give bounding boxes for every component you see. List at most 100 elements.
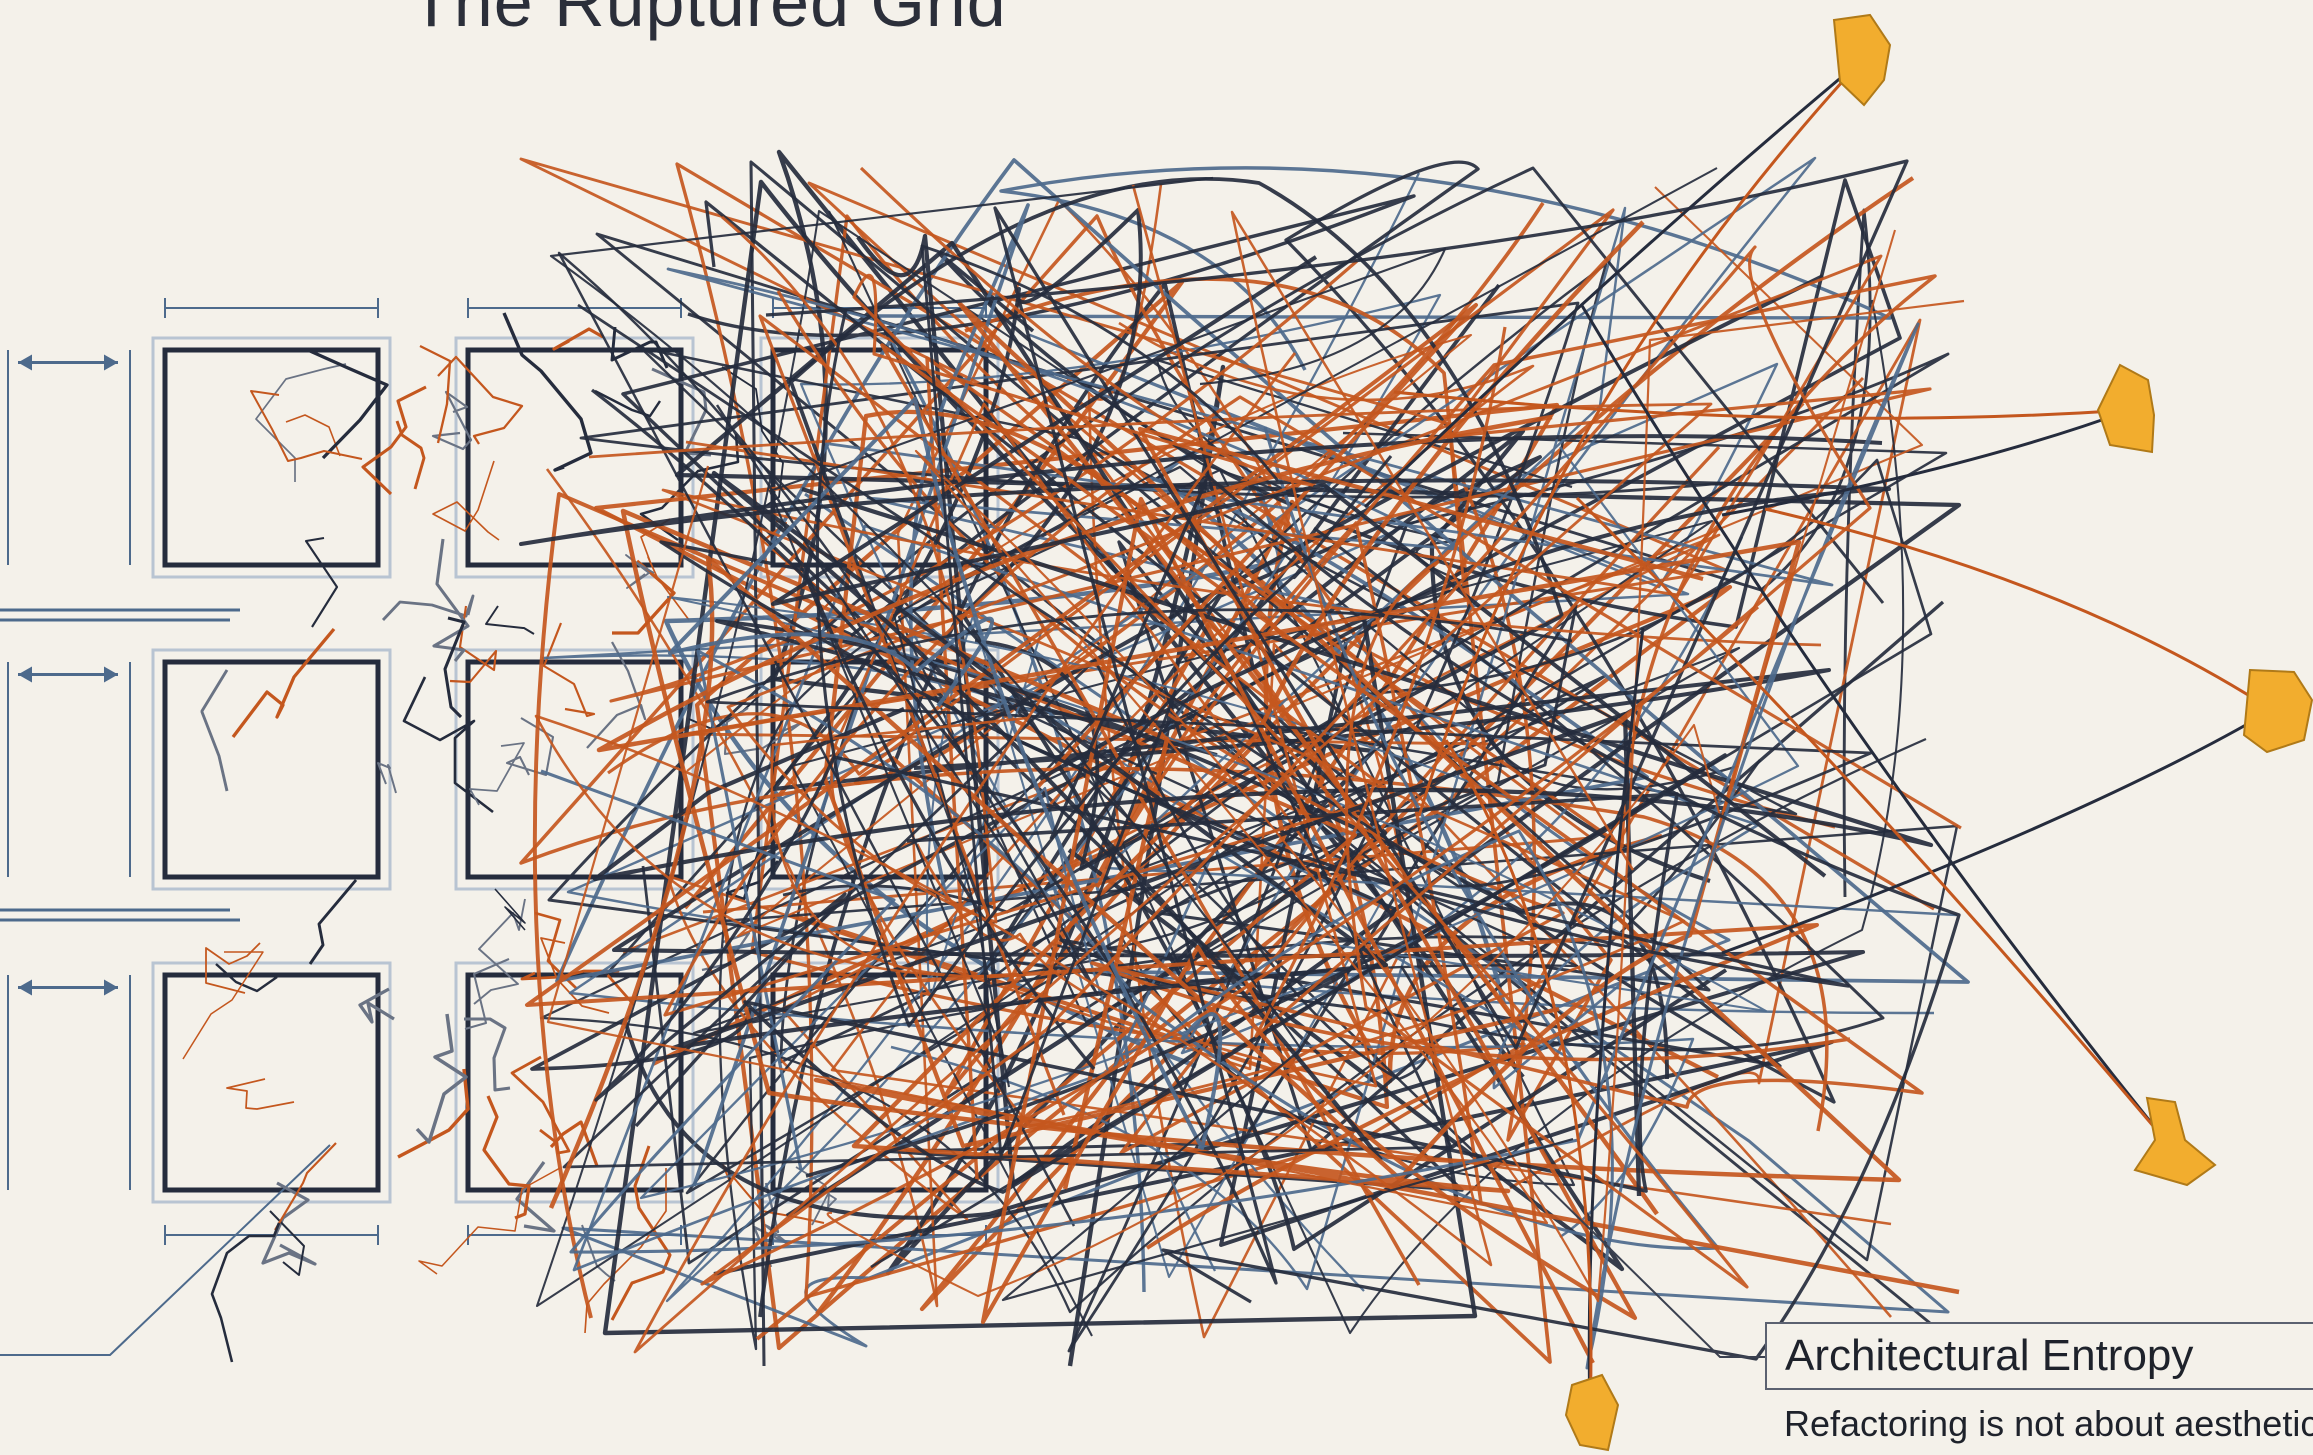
crack-line [255,363,347,482]
chaos-line [686,186,1924,938]
grid-cell-frame [151,336,392,579]
crack-line [419,344,452,444]
connector-line [1579,303,2167,1141]
connector-line [1417,58,1864,817]
crack-line [494,888,526,931]
crack-line [285,414,341,457]
chaos-line [815,308,1393,1028]
chaos-line [852,166,1749,1289]
chaos-line [770,255,1827,878]
chaos-line [915,184,1378,1088]
crack-line [182,951,264,1060]
chaos-line [532,492,1357,1341]
grid-cell [465,972,684,1193]
crack-line [449,605,498,684]
crack-line [610,1145,672,1321]
crack-line [358,987,395,1024]
crack-line [464,958,510,1030]
chaos-line [749,160,1711,1367]
connector-line [1393,390,2131,420]
crack-line [552,327,604,351]
endpoint-node [2242,668,2313,754]
crack-line [205,942,261,994]
crack-line [397,1068,470,1159]
chaos-line [704,200,1782,1068]
crack-line [415,1013,468,1144]
crack-line [308,879,358,965]
crack-line [473,898,526,1005]
chaos-line [685,215,1883,924]
crack-line [482,1095,531,1220]
chaos-line [772,208,1831,1251]
crack-line [269,1210,305,1276]
chaos-lines-group [518,58,2273,1416]
chaos-line [880,343,1924,1286]
chaos-line [828,210,1905,1335]
crack-line [226,1078,295,1110]
grid-cell-frame [151,961,392,1204]
chaos-line [594,540,1850,1128]
grid-cell [162,659,381,880]
endpoint-node [2133,1096,2217,1187]
crack-line [469,742,525,806]
crack-line [304,536,339,628]
cracks-group [182,312,837,1363]
annotation-label: Architectural Entropy [1765,1322,2313,1390]
chaos-line [667,396,1223,1151]
grid-cell [162,347,381,568]
crack-line [721,366,784,512]
chaos-line [639,346,1959,1262]
chaos-line [519,214,1829,1142]
conduit-line [0,608,240,922]
crack-line [431,390,473,451]
crack-line [210,1222,281,1363]
crack-line [377,762,397,794]
crack-line [612,559,676,635]
crack-line [418,1167,561,1275]
chaos-line [540,322,1920,1370]
grid-cell [465,347,684,568]
connector-line [1721,408,2131,517]
endpoint-node [2096,363,2156,454]
crack-line [502,312,593,472]
chaos-line [611,274,1866,1220]
chaos-line [622,533,1892,1318]
diagram-title: The Ruptured Grid [410,0,1007,41]
crack-line [261,1181,317,1266]
crack-line [402,676,494,814]
crack-line [250,390,363,462]
crack-line [395,420,426,490]
crack-line [594,389,662,418]
crack-line [215,963,278,993]
chaos-line [768,247,1447,1043]
crack-line [361,385,427,496]
label-leader-line [1529,1169,1765,1358]
chaos-line [1049,474,1961,1361]
chaos-line [548,414,1802,1209]
chaos-line [620,301,1902,1216]
chaos-line [666,267,1834,612]
chaos-line [661,402,1822,1128]
crack-line [584,1168,667,1334]
chaos-line [590,159,1909,1285]
chaos-line [822,409,1560,1149]
crack-line [274,1142,337,1231]
crack-line [231,627,336,739]
chaos-line [826,229,1896,1298]
crack-line [437,355,524,445]
chaos-line [518,434,1892,781]
crack-line [200,669,229,792]
crack-line [309,349,389,460]
crack-line [485,605,535,635]
chaos-line [743,753,1727,1194]
chaos-line [700,245,1872,1286]
crack-line [443,616,466,719]
connector-line [1764,507,2273,712]
connector-line [1444,739,1593,1416]
chaos-line [595,208,1948,1339]
crack-line [586,641,647,749]
chaos-line [577,303,1873,888]
chaos-line [557,251,1099,1227]
crack-line [505,717,555,777]
